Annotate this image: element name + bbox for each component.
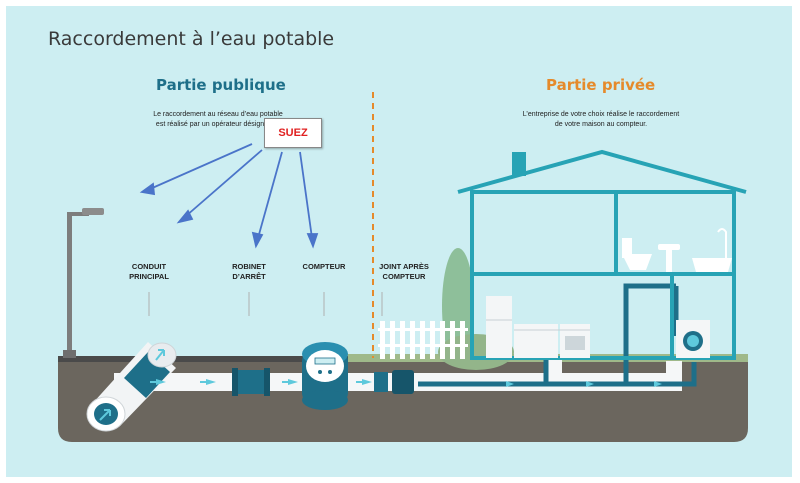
private-heading: Partie privée bbox=[546, 76, 656, 94]
label-compteur: COMPTEUR bbox=[294, 262, 354, 272]
chimney bbox=[512, 152, 526, 176]
page-title: Raccordement à l’eau potable bbox=[48, 28, 335, 50]
joint-after-meter bbox=[374, 370, 414, 394]
label-conduit-line2: PRINCIPAL bbox=[129, 272, 169, 281]
flow-arrows bbox=[150, 379, 372, 385]
label-joint-line1: JOINT APRÈS bbox=[379, 262, 429, 271]
public-heading: Partie publique bbox=[156, 76, 286, 94]
operator-badge: SUEZ bbox=[264, 118, 322, 148]
label-robinet-line1: ROBINET bbox=[232, 262, 266, 271]
bathtub bbox=[692, 228, 732, 272]
private-description-line2: de votre maison au compteur. bbox=[554, 121, 648, 128]
house-flow-arrows bbox=[506, 381, 662, 387]
public-description-line2: est réalisé par un opérateur désigné par bbox=[155, 121, 281, 128]
fence bbox=[378, 321, 468, 359]
sink bbox=[658, 244, 680, 272]
label-conduit-principal: CONDUIT PRINCIPAL bbox=[119, 262, 179, 282]
label-ticks bbox=[148, 292, 383, 316]
label-conduit-line1: CONDUIT bbox=[131, 262, 167, 271]
toilet bbox=[622, 238, 652, 270]
road-surface bbox=[58, 356, 348, 362]
water-meter bbox=[302, 342, 348, 410]
fridge bbox=[486, 296, 512, 358]
label-joint-apres-compteur: JOINT APRÈS COMPTEUR bbox=[372, 262, 436, 282]
house-outline bbox=[457, 149, 747, 360]
label-robinet-line2: D’ARRÊT bbox=[232, 272, 266, 281]
label-joint-line2: COMPTEUR bbox=[382, 272, 426, 281]
diagram-scene bbox=[58, 92, 748, 442]
public-description-line1: Le raccordement au réseau d’eau potable bbox=[153, 111, 283, 118]
main-conduit bbox=[86, 342, 177, 432]
washing-machine bbox=[676, 320, 710, 358]
stop-valve bbox=[232, 368, 270, 396]
private-description: L’entreprise de votre choix réalise le r… bbox=[496, 110, 706, 130]
label-compteur-text: COMPTEUR bbox=[302, 262, 346, 271]
pointer-arrows bbox=[139, 143, 319, 249]
label-robinet-arret: ROBINET D’ARRÊT bbox=[219, 262, 279, 282]
kitchen-counter bbox=[514, 324, 590, 358]
private-description-line1: L’entreprise de votre choix réalise le r… bbox=[522, 111, 680, 118]
street-lamp bbox=[63, 208, 104, 358]
public-description: Le raccordement au réseau d’eau potable … bbox=[118, 110, 318, 130]
diagram-canvas: Raccordement à l’eau potable Partie publ… bbox=[6, 6, 792, 477]
